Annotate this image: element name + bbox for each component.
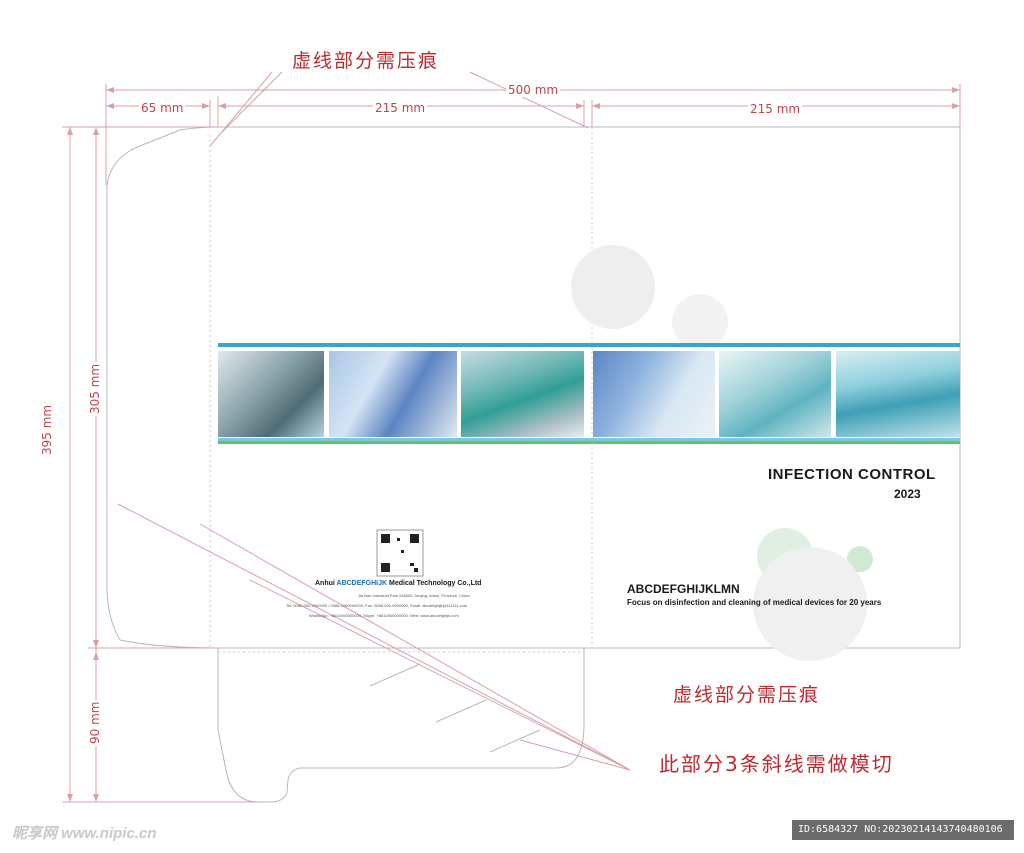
dim-front-width: 215 mm (748, 102, 803, 116)
die-cut-outline (106, 126, 961, 803)
qr-code (376, 529, 424, 577)
cover-brand: ABCDEFGHIJKLMN (627, 582, 740, 596)
crease-note-top: 虚线部分需压痕 (292, 50, 440, 72)
cover-tagline: Focus on disinfection and cleaning of me… (627, 598, 882, 607)
photo-sink-cleaning (593, 351, 715, 437)
photo-gloved-hands (461, 351, 584, 437)
dim-flap-width: 65 mm (139, 101, 186, 115)
dim-pocket-height: 90 mm (88, 699, 102, 746)
deco-circle-4 (847, 546, 873, 572)
arrow-heads (67, 87, 960, 802)
company-contact-1: Tel: 0086-000-0000000 / 0086-1000000000,… (286, 603, 468, 608)
dim-total-width: 500 mm (506, 83, 561, 97)
dimension-lines (62, 71, 961, 803)
photo-clean-room (329, 351, 457, 437)
crease-note-bottom: 虚线部分需压痕 (673, 684, 821, 706)
dim-total-height: 395 mm (40, 402, 54, 457)
strip-top-line (218, 343, 960, 347)
company-contact-2: WhatsApp: +8610000000000, Skype: +861000… (309, 613, 459, 618)
strip-bottom-line-green (218, 441, 960, 444)
watermark-logo: 昵享网 www.nipic.cn (12, 825, 157, 842)
cover-title: INFECTION CONTROL (768, 466, 936, 483)
strip-bottom-line-blue (218, 438, 960, 441)
dim-panel-height: 305 mm (88, 361, 102, 416)
die-cut-note: 此部分3条斜线需做模切 (659, 752, 894, 776)
die-cut-slash-3 (489, 729, 541, 753)
dim-back-width: 215 mm (373, 101, 428, 115)
deco-circle-1 (571, 245, 655, 329)
company-address: Jia Bao Industrial Park 246000, Anqing, … (358, 593, 470, 598)
photo-surgical-instruments (719, 351, 831, 437)
company-name-highlight: ABCDEFGHIJK (336, 580, 388, 587)
watermark-id-text: ID:6584327 NO:20230214143740480106 (798, 824, 1003, 835)
die-cut-slash-2 (435, 699, 487, 723)
cover-year: 2023 (894, 487, 921, 501)
company-name: Anhui ABCDEFGHIJK Medical Technology Co.… (315, 580, 481, 587)
deco-circle-2 (672, 294, 728, 350)
company-prefix: Anhui (315, 580, 337, 587)
deco-circle-5 (753, 547, 867, 661)
die-cut-slash-1 (369, 663, 421, 687)
photo-lab-equipment (218, 351, 324, 437)
company-suffix: Medical Technology Co.,Ltd (387, 580, 482, 587)
watermark-id: ID:6584327 NO:20230214143740480106 (792, 820, 1014, 840)
photo-operating-room (836, 351, 960, 437)
